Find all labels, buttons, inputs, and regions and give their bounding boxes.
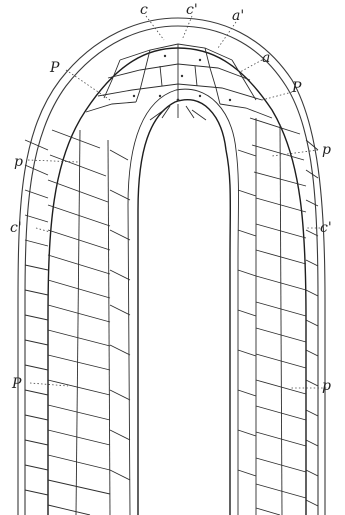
label-p-lower-left: P bbox=[11, 376, 22, 392]
central-channel bbox=[138, 100, 230, 515]
cortex-boundary bbox=[48, 48, 306, 515]
left-cortex-cells bbox=[48, 130, 110, 515]
right-outer-cortex-cells bbox=[306, 140, 318, 506]
label-c-prime-left: c' bbox=[10, 220, 22, 236]
label-a: a bbox=[262, 50, 270, 66]
label-c-prime-right: c' bbox=[320, 220, 332, 236]
label-p-mid-right: p bbox=[322, 142, 331, 158]
label-p-upper-right: P bbox=[291, 80, 302, 96]
leader-lines bbox=[28, 16, 330, 388]
left-outer-cortex-cells bbox=[25, 140, 48, 495]
label-c-prime-top: c' bbox=[186, 2, 198, 18]
label-p-mid-left: p bbox=[14, 154, 23, 170]
apical-cell-cap bbox=[86, 44, 272, 118]
channel-inner-wall bbox=[128, 89, 239, 515]
left-inner-column bbox=[110, 150, 130, 480]
label-p-lower-right: p bbox=[322, 378, 331, 394]
right-inner-column bbox=[238, 150, 256, 476]
outer-epidermis bbox=[18, 18, 325, 515]
inner-epidermis bbox=[25, 26, 318, 515]
label-c-top: c bbox=[140, 2, 148, 18]
label-a-prime: a' bbox=[232, 8, 244, 24]
right-cortex-cells bbox=[250, 118, 306, 515]
label-p-upper-left: P bbox=[49, 60, 60, 76]
